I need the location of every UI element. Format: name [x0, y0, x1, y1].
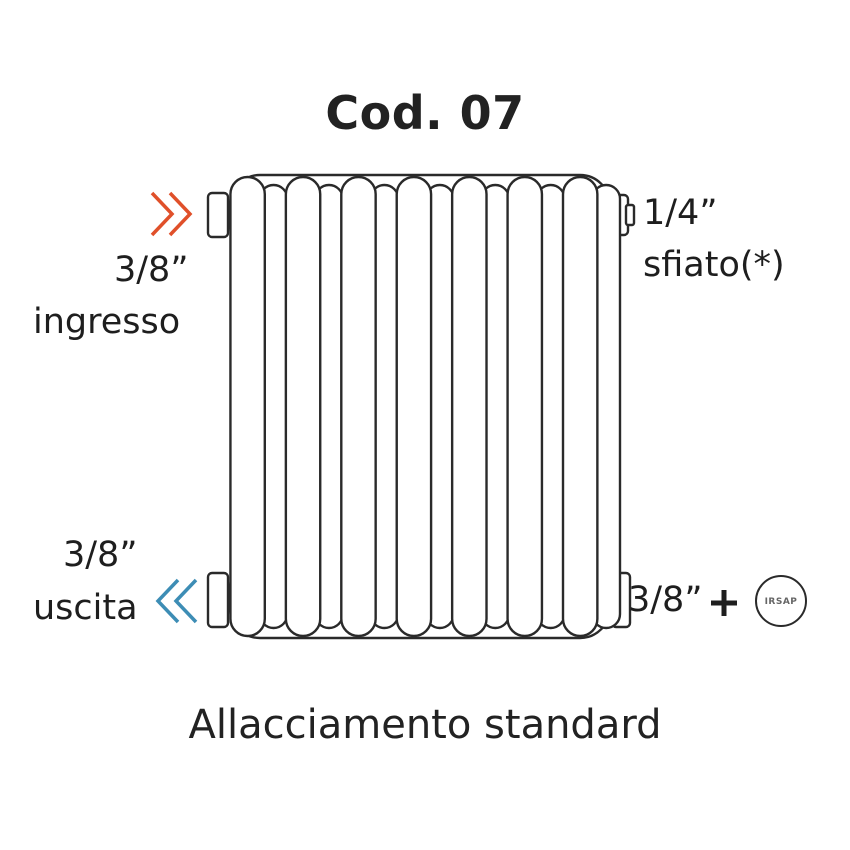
outlet-fitting — [206, 571, 230, 629]
irsap-logo-text: IRSAP — [764, 597, 798, 607]
irsap-logo-icon — [755, 575, 807, 627]
plus-icon — [711, 590, 737, 616]
column-front-tube — [229, 175, 266, 638]
inlet-size-label: 3/8” — [114, 250, 189, 290]
valve-size-label: 3/8” — [628, 580, 703, 620]
diagram-title: Cod. 07 — [325, 86, 525, 140]
inlet-arrow-icon — [150, 191, 193, 237]
inlet-fitting — [206, 191, 230, 239]
column-front-tube — [561, 175, 599, 638]
column-front-tube — [395, 175, 433, 638]
vent-screw — [624, 203, 636, 227]
vent-label: sfiato(*) — [643, 245, 785, 285]
column-front-tube — [450, 175, 488, 638]
column-front-tube — [506, 175, 544, 638]
outlet-label: uscita — [33, 588, 138, 628]
inlet-label: ingresso — [33, 302, 181, 342]
outlet-size-label: 3/8” — [63, 535, 138, 575]
diagram-caption: Allacciamento standard — [188, 702, 662, 748]
vent-size-label: 1/4” — [643, 193, 718, 233]
column-front-tube — [284, 175, 322, 638]
radiator-drawing — [206, 173, 636, 640]
column-front-tube — [340, 175, 377, 638]
outlet-arrow-icon — [155, 578, 198, 624]
